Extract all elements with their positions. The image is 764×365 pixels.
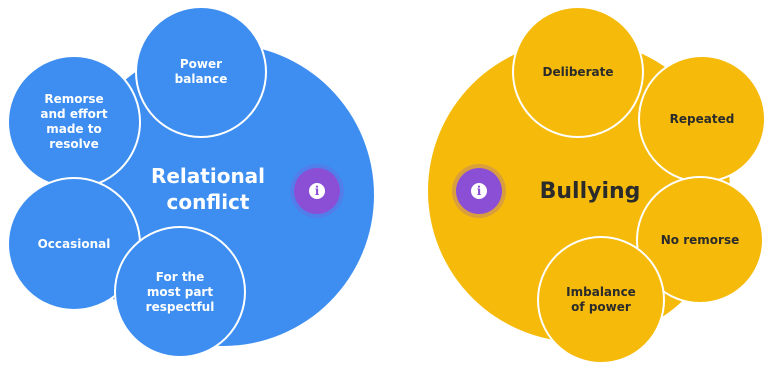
mostly-respectful-label: For the most part respectful bbox=[145, 269, 215, 314]
power-balance-bubble: Power balance bbox=[135, 6, 267, 138]
deliberate-label: Deliberate bbox=[542, 64, 614, 79]
bullying-info-button[interactable]: i bbox=[456, 168, 502, 214]
power-balance-label: Power balance bbox=[174, 57, 228, 86]
no-remorse-label: No remorse bbox=[660, 232, 740, 247]
bullying-title: Bullying bbox=[539, 179, 641, 204]
remorse-effort-label: Remorse and effort made to resolve bbox=[40, 92, 108, 151]
info-icon: i bbox=[309, 183, 325, 199]
relational-conflict-title: Relational conflict bbox=[150, 164, 266, 214]
mostly-respectful-bubble: For the most part respectful bbox=[114, 226, 246, 358]
deliberate-bubble: Deliberate bbox=[512, 6, 644, 138]
info-icon: i bbox=[471, 183, 487, 199]
repeated-label: Repeated bbox=[669, 111, 735, 126]
imbalance-of-power-bubble: Imbalance of power bbox=[537, 236, 665, 364]
imbalance-of-power-label: Imbalance of power bbox=[566, 285, 636, 314]
occasional-label: Occasional bbox=[37, 236, 111, 251]
remorse-effort-bubble: Remorse and effort made to resolve bbox=[7, 55, 141, 189]
relational-conflict-info-button[interactable]: i bbox=[294, 168, 340, 214]
repeated-bubble: Repeated bbox=[638, 55, 764, 183]
